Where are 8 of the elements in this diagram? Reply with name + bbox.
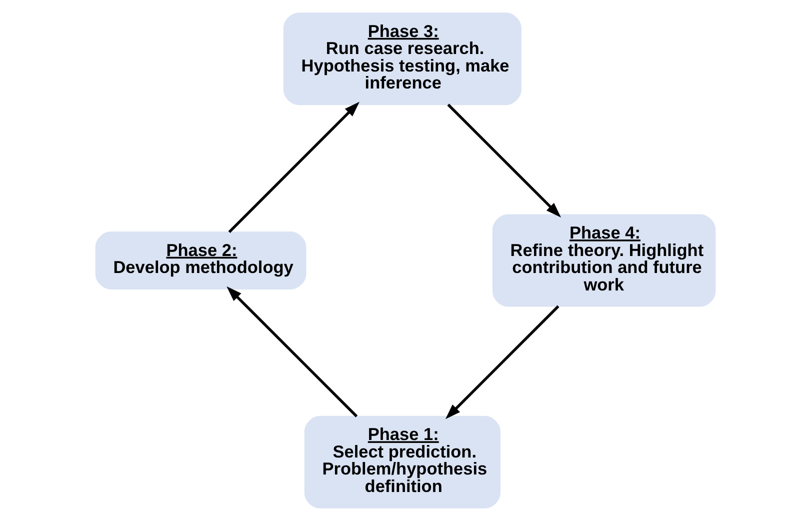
arrow: [226, 286, 358, 418]
arrow: [446, 104, 561, 218]
arrow: [228, 102, 360, 233]
node-box: Phase 2: Develop methodology: [94, 232, 306, 290]
node-box: Phase 3: Run case research. Hypothesis testing, make inference: [282, 12, 521, 106]
node-box: Phase 1: Select prediction. Problem/hypothesis definition: [304, 416, 500, 508]
node-box: Phase 4: Refine theory. Highlight contribution and future work: [492, 214, 716, 307]
arrow: [444, 305, 559, 420]
